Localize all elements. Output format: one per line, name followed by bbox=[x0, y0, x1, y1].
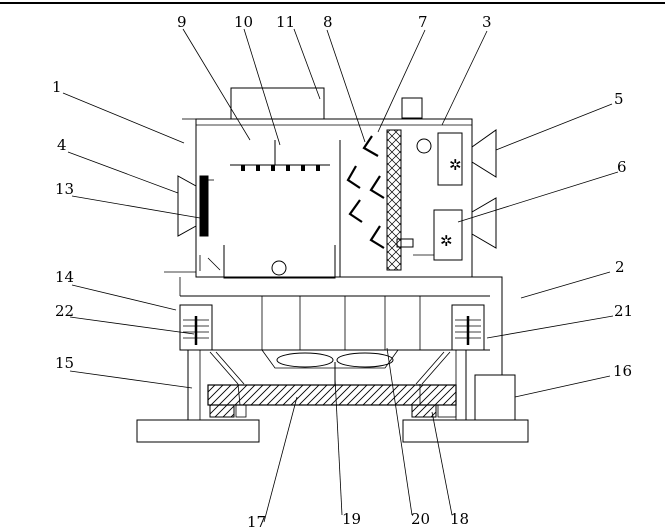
lower-outlet-funnel bbox=[471, 197, 497, 249]
label-13: 13 bbox=[55, 180, 74, 198]
top-box bbox=[230, 87, 325, 120]
label-17: 17 bbox=[247, 513, 266, 531]
label-2: 2 bbox=[615, 258, 625, 276]
label-6: 6 bbox=[617, 158, 627, 176]
label-18: 18 bbox=[450, 510, 469, 528]
label-4: 4 bbox=[57, 136, 67, 154]
label-15: 15 bbox=[55, 354, 74, 372]
twin-fans bbox=[261, 349, 399, 385]
side-pipe bbox=[472, 276, 503, 375]
right-spring bbox=[455, 316, 481, 345]
lower-fan-icon: ✲ bbox=[440, 232, 453, 250]
water-tank bbox=[223, 245, 336, 279]
tank-drain bbox=[271, 260, 287, 276]
spray-nozzles bbox=[241, 165, 320, 171]
label-22: 22 bbox=[55, 302, 74, 320]
left-filter-plate bbox=[199, 175, 209, 237]
label-19: 19 bbox=[342, 510, 361, 528]
upper-outlet-funnel bbox=[471, 129, 497, 178]
left-inlet-funnel bbox=[177, 175, 197, 237]
top-nozzle bbox=[401, 97, 423, 119]
screen-clamp bbox=[396, 238, 414, 248]
sensor-circle bbox=[416, 138, 432, 154]
label-8: 8 bbox=[323, 13, 333, 31]
label-11: 11 bbox=[276, 13, 295, 31]
left-base-foot bbox=[136, 419, 260, 443]
label-9: 9 bbox=[177, 13, 187, 31]
left-wall-slant bbox=[207, 257, 221, 271]
label-16: 16 bbox=[613, 362, 632, 380]
upper-fan-icon: ✲ bbox=[449, 156, 462, 174]
label-1: 1 bbox=[52, 78, 62, 96]
label-10: 10 bbox=[234, 13, 253, 31]
rollers bbox=[209, 404, 457, 418]
label-7: 7 bbox=[418, 13, 428, 31]
leader-lines bbox=[62, 28, 619, 523]
label-3: 3 bbox=[482, 13, 492, 31]
upper-fan-box bbox=[437, 132, 463, 186]
baffle-plates bbox=[346, 135, 385, 249]
vertical-struts bbox=[261, 296, 421, 350]
lower-fan-box bbox=[433, 209, 463, 261]
left-spring bbox=[183, 316, 209, 345]
label-20: 20 bbox=[411, 510, 430, 528]
label-5: 5 bbox=[614, 90, 624, 108]
hatched-beam bbox=[207, 384, 457, 406]
motor-box bbox=[474, 374, 516, 421]
right-base-foot bbox=[402, 419, 529, 443]
filter-screen bbox=[386, 129, 402, 271]
label-14: 14 bbox=[55, 268, 74, 286]
label-21: 21 bbox=[614, 302, 633, 320]
